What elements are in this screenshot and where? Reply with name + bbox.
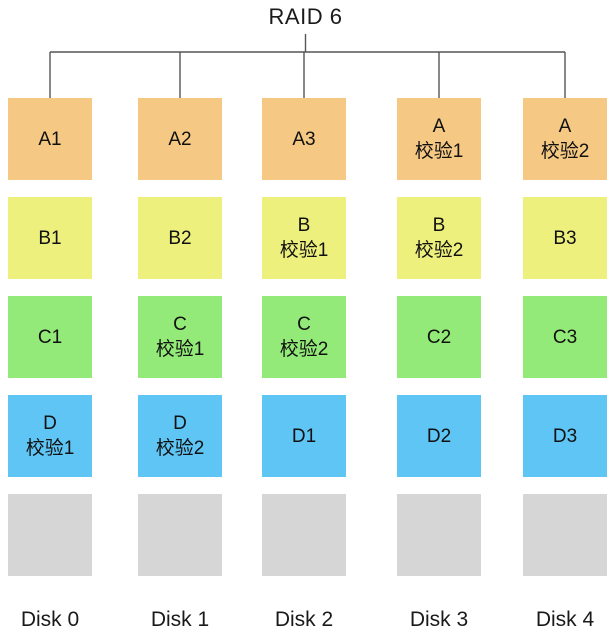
stripe-block	[138, 494, 222, 576]
disk-label: Disk 4	[535, 608, 595, 631]
stripe-block: D 校验2	[138, 395, 222, 477]
stripe-block	[8, 494, 92, 576]
stripe-block-line1: A3	[292, 128, 316, 150]
stripe-block-line2: 校验1	[25, 438, 75, 459]
stripe-block-line1: B1	[38, 227, 62, 249]
stripe-block: B 校验1	[262, 197, 346, 279]
stripe-block: C1	[8, 296, 92, 378]
stripe-block-line1: A1	[38, 128, 62, 150]
stripe-block-line1: C	[297, 314, 311, 335]
stripe-block	[397, 494, 481, 576]
stripe-block: C 校验2	[262, 296, 346, 378]
disk-label: Disk 0	[20, 608, 80, 631]
stripe-block: B2	[138, 197, 222, 279]
stripe-block-line1: D3	[552, 425, 578, 447]
stripe-block: D 校验1	[8, 395, 92, 477]
stripe-block: D3	[523, 395, 607, 477]
stripe-block-line2: 校验2	[279, 339, 329, 360]
stripe-block-line2: 校验2	[155, 438, 205, 459]
stripe-block: A1	[8, 98, 92, 180]
stripe-block-line1: D2	[426, 425, 452, 447]
stripe-block	[262, 494, 346, 576]
stripe-block-line1: B3	[553, 227, 577, 249]
stripe-block-line1: A	[558, 116, 572, 137]
stripe-block: A3	[262, 98, 346, 180]
stripe-block-line1: D1	[291, 425, 317, 447]
stripe-block: B 校验2	[397, 197, 481, 279]
disk-label: Disk 2	[274, 608, 334, 631]
stripe-block: D2	[397, 395, 481, 477]
stripe-block-line1: A	[432, 116, 446, 137]
stripe-block-line1: C	[173, 314, 187, 335]
stripe-block: A 校验1	[397, 98, 481, 180]
stripe-block: C2	[397, 296, 481, 378]
stripe-block-line1: D	[43, 413, 57, 434]
stripe-block	[523, 494, 607, 576]
stripe-block-line2: 校验1	[414, 141, 464, 162]
disk-label: Disk 3	[409, 608, 469, 631]
stripe-block-line1: B	[297, 215, 311, 236]
stripe-block-line1: D	[173, 413, 187, 434]
stripe-block-line1: B2	[168, 227, 192, 249]
stripe-block-line1: C2	[426, 326, 452, 348]
stripe-block: A2	[138, 98, 222, 180]
stripe-block: D1	[262, 395, 346, 477]
stripe-block: C3	[523, 296, 607, 378]
stripe-block-line1: A2	[168, 128, 192, 150]
stripe-block-line2: 校验1	[155, 339, 205, 360]
stripe-block: C 校验1	[138, 296, 222, 378]
stripe-block-line1: C1	[37, 326, 63, 348]
disk-label: Disk 1	[150, 608, 210, 631]
stripe-block-line2: 校验2	[540, 141, 590, 162]
stripe-block: A 校验2	[523, 98, 607, 180]
stripe-block: B1	[8, 197, 92, 279]
stripe-block: B3	[523, 197, 607, 279]
stripe-block-line1: B	[432, 215, 446, 236]
stripe-block-line2: 校验1	[279, 240, 329, 261]
stripe-block-line2: 校验2	[414, 240, 464, 261]
diagram-title: RAID 6	[268, 4, 343, 29]
stripe-block-line1: C3	[552, 326, 578, 348]
